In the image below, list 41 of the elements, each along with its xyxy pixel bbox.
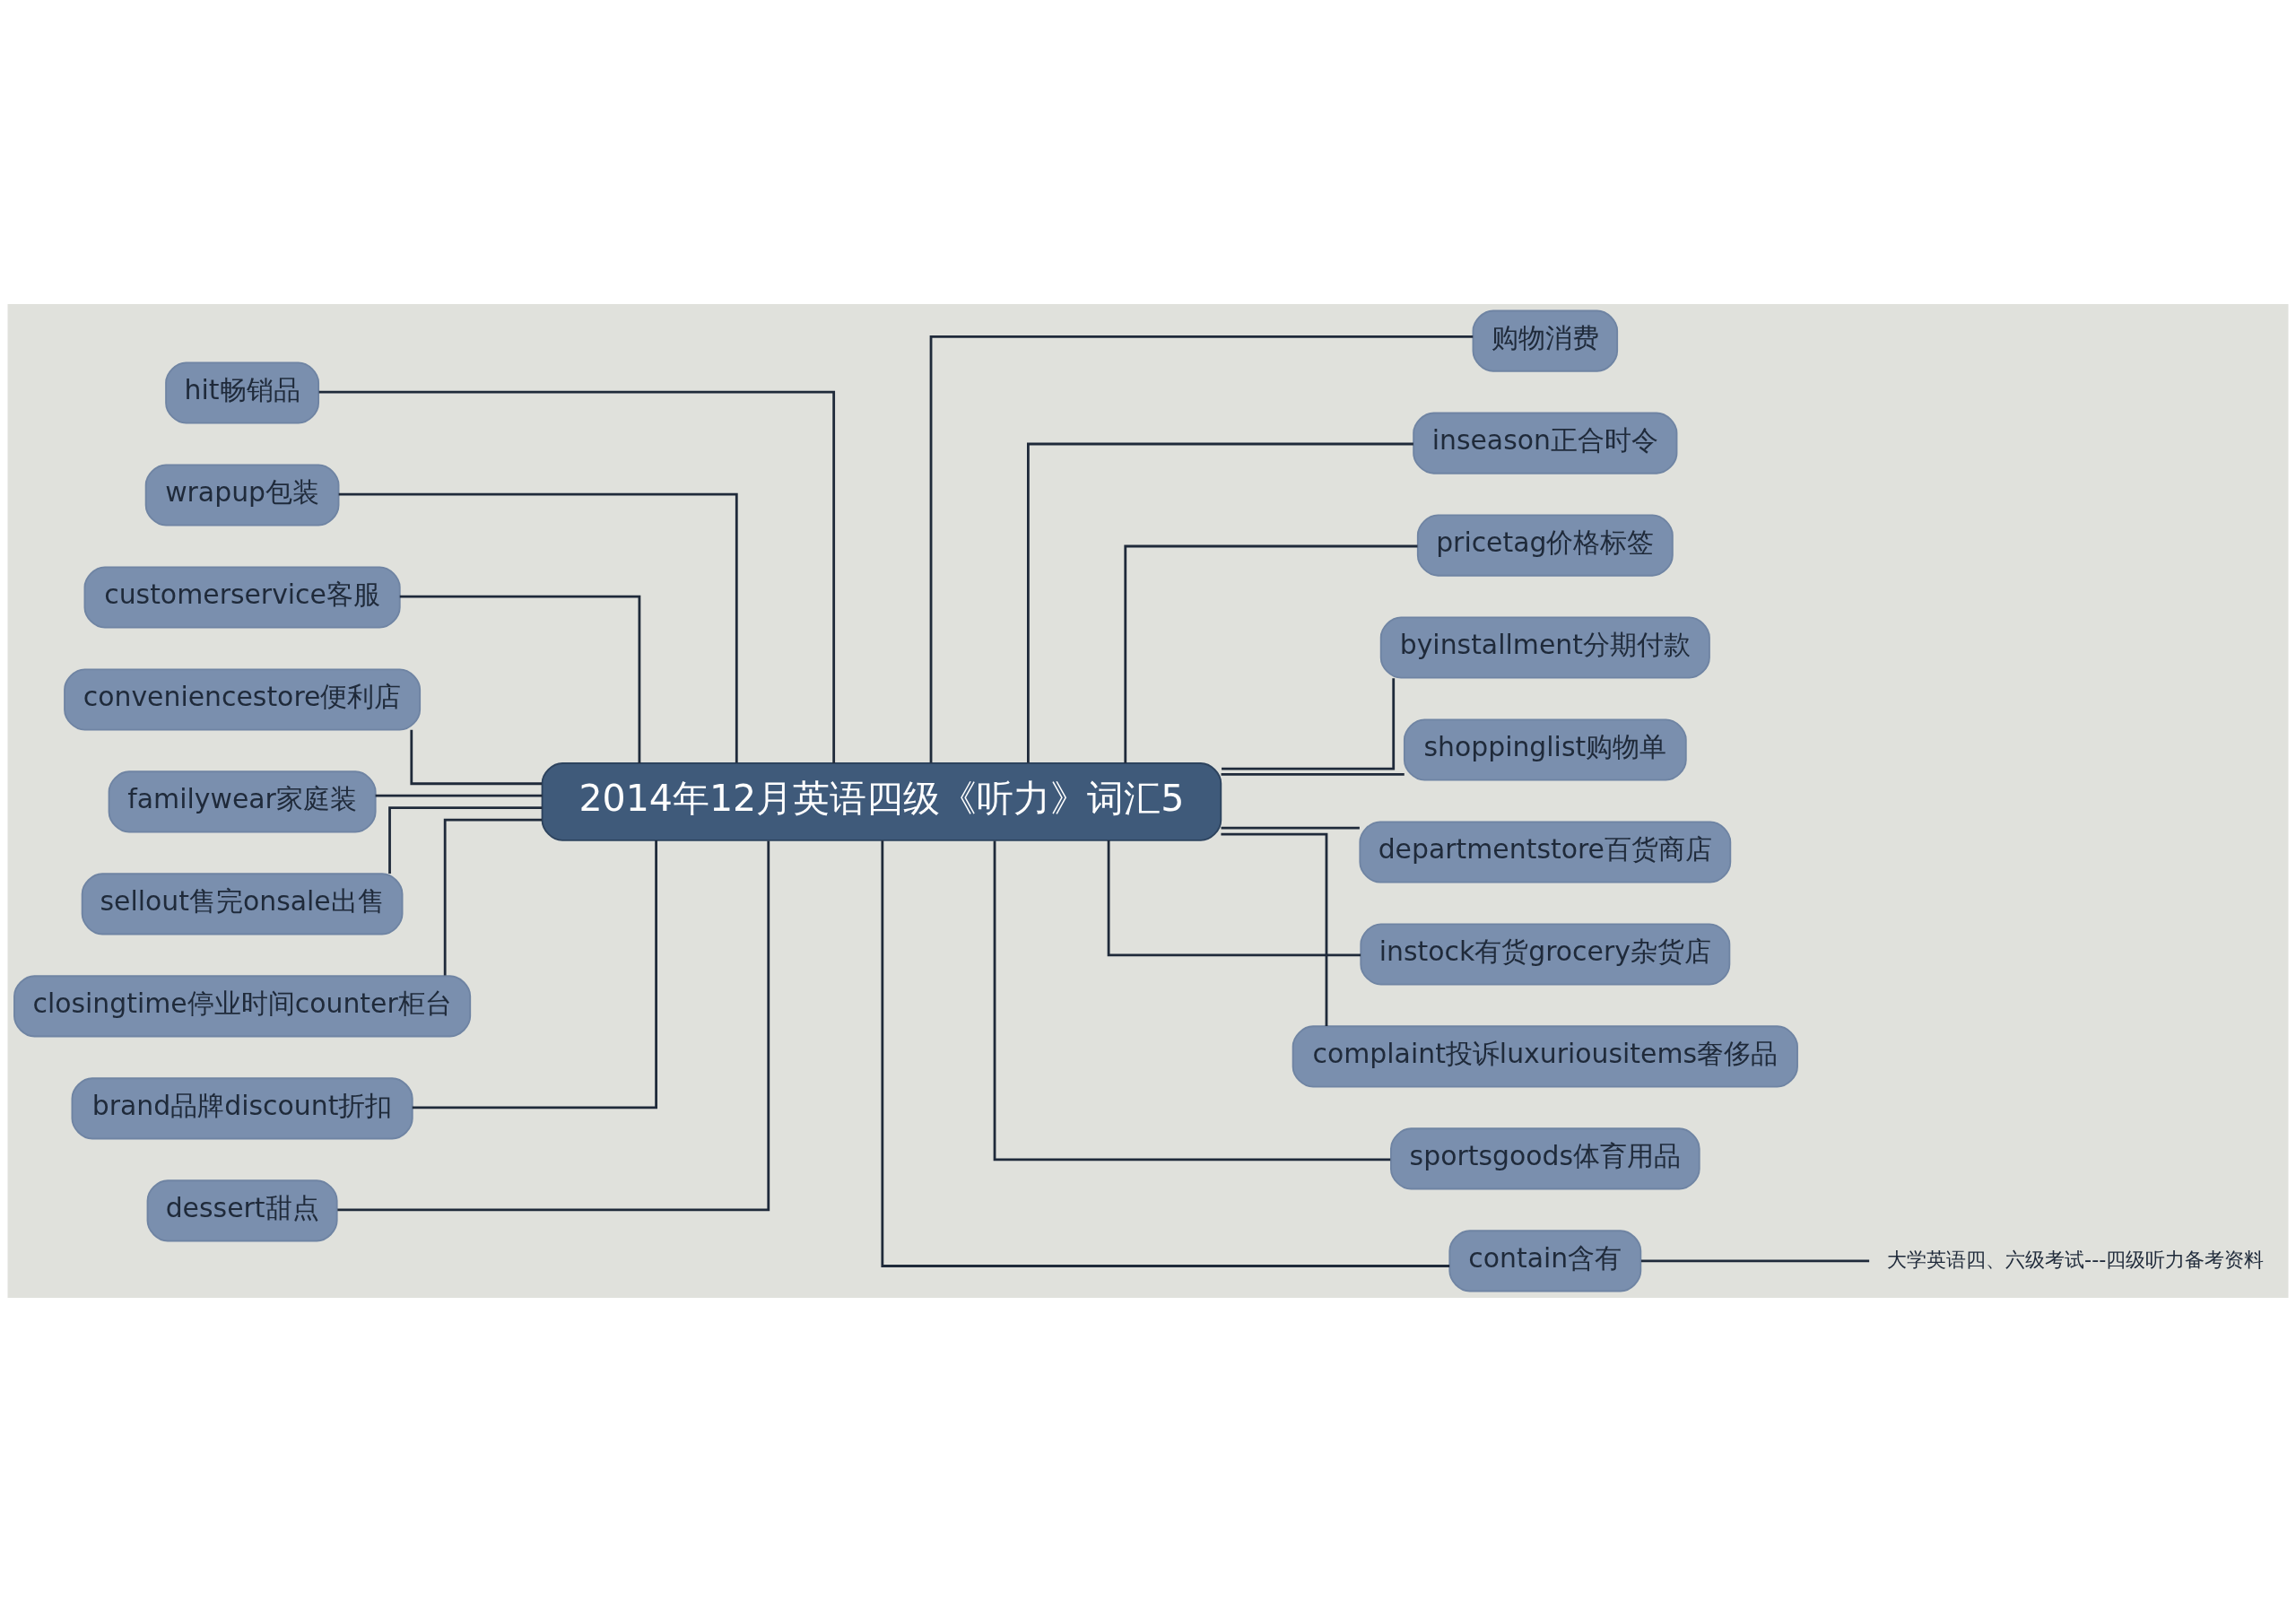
node-box: sportsgoods体育用品 — [1390, 1127, 1700, 1189]
node-box: contain含有 — [1448, 1229, 1642, 1292]
node-box: hit畅销品 — [165, 361, 320, 424]
connector — [337, 840, 770, 1211]
connector — [929, 335, 1474, 763]
node-box: inseason正合时令 — [1413, 412, 1678, 474]
node-box: byinstallment分期付款 — [1379, 615, 1710, 679]
node-box: customerservice客服 — [83, 565, 401, 629]
connector — [1027, 442, 1413, 762]
node-box: conveniencestore便利店 — [64, 667, 422, 731]
connector — [993, 840, 1391, 1161]
connector — [881, 840, 1450, 1267]
connector — [338, 492, 738, 762]
connector — [1221, 826, 1360, 830]
connector — [318, 390, 836, 763]
connector — [1221, 772, 1405, 776]
node-box: instock有货grocery杂货店 — [1360, 922, 1731, 986]
node-box: departmentstore百货商店 — [1359, 820, 1732, 883]
connector — [443, 818, 543, 976]
node-box: dessert甜点 — [146, 1179, 338, 1241]
node-box: complaint投诉luxuriousitems奢侈品 — [1292, 1024, 1798, 1087]
connector — [1107, 840, 1361, 956]
connector — [375, 794, 543, 797]
node-box: shoppinglist购物单 — [1403, 718, 1687, 781]
node-box: familywear家庭装 — [108, 770, 377, 832]
node-box: sellout售完onsale出售 — [81, 872, 404, 935]
node-text: 大学英语四、六级考试---四级听力备考资料 — [1887, 1247, 2265, 1271]
connector — [412, 840, 657, 1109]
connector — [399, 595, 641, 763]
node-box: wrapup包装 — [144, 463, 340, 526]
connector — [1124, 544, 1418, 763]
node-box: closingtime停业时间counter柜台 — [13, 974, 472, 1037]
connector — [1640, 1259, 1870, 1262]
node-box: brand品牌discount折扣 — [71, 1076, 413, 1139]
connector — [1222, 677, 1396, 770]
connector — [410, 729, 543, 785]
connector — [388, 805, 543, 874]
node-box: 购物消费 — [1472, 309, 1619, 372]
node-box: 2014年12月英语四级《听力》词汇5 — [541, 761, 1222, 841]
connector — [1221, 832, 1328, 1026]
node-box: pricetag价格标签 — [1416, 514, 1674, 577]
